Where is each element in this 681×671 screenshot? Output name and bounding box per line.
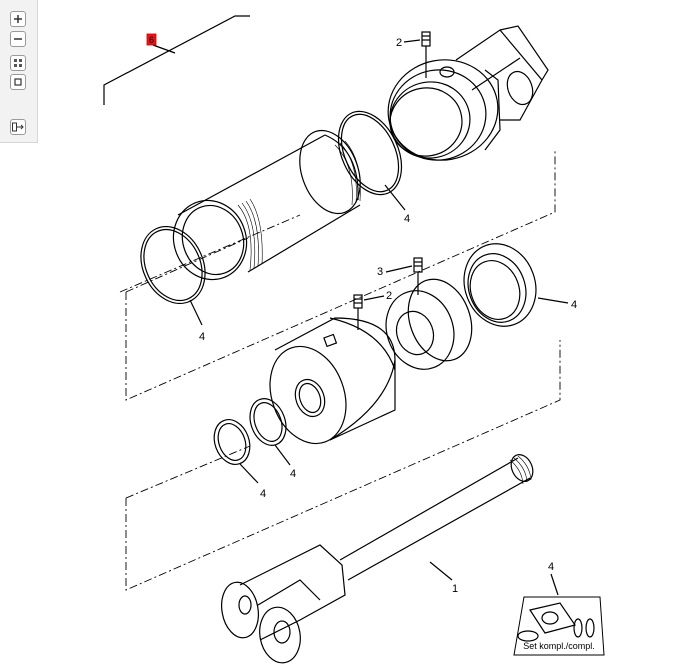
- seal-kit[interactable]: 4 Set kompl./compl.: [513, 561, 605, 656]
- export-icon: [12, 122, 24, 132]
- callout-wiper: 4: [260, 488, 266, 500]
- square-icon: [14, 78, 22, 86]
- callout-kit: 4: [548, 561, 554, 573]
- rear-clevis[interactable]: [380, 25, 549, 169]
- callout-seal-barrel-left: 4: [199, 331, 205, 343]
- grease-nipple-gland[interactable]: [413, 257, 423, 295]
- assembly-bracket: [103, 15, 250, 105]
- wiper-ring[interactable]: [208, 415, 256, 470]
- cylinder-barrel[interactable]: [162, 122, 371, 290]
- grease-nipple-piston[interactable]: [353, 294, 363, 330]
- plus-icon: [14, 15, 22, 23]
- callout-seal-small-ring: 4: [290, 468, 296, 480]
- piston-rod[interactable]: [217, 451, 537, 666]
- callout-seal-gland-right: 4: [571, 299, 577, 311]
- export-button[interactable]: [10, 119, 26, 135]
- callout-grease-nipple-piston: 2: [386, 290, 392, 302]
- cylinder-head[interactable]: [257, 317, 396, 454]
- guide-bushing[interactable]: [453, 234, 548, 337]
- assembly-marker[interactable]: 6: [146, 33, 157, 46]
- callout-grease-nipple-gland: 3: [377, 266, 383, 278]
- oring-barrel-left[interactable]: [129, 216, 217, 314]
- reset-view-button[interactable]: [10, 74, 26, 90]
- callout-rod: 1: [452, 583, 458, 595]
- seal-kit-label: Set kompl./compl.: [523, 641, 595, 651]
- fit-view-button[interactable]: [10, 55, 26, 71]
- fit-icon: [14, 59, 22, 67]
- grease-nipple-top[interactable]: [421, 31, 431, 78]
- callout-seal-top-right: 4: [404, 213, 410, 225]
- assembly-marker-label: 6: [149, 35, 154, 45]
- viewer-toolbar: [0, 0, 38, 143]
- zoom-out-button[interactable]: [10, 31, 26, 47]
- zoom-in-button[interactable]: [10, 11, 26, 27]
- minus-icon: [14, 38, 22, 40]
- piston-ring[interactable]: [375, 270, 482, 379]
- oring-top[interactable]: [326, 101, 414, 204]
- callout-grease-nipple-top: 2: [396, 37, 402, 49]
- seal-ring-small[interactable]: [244, 394, 292, 451]
- guide-lines: [119, 150, 561, 591]
